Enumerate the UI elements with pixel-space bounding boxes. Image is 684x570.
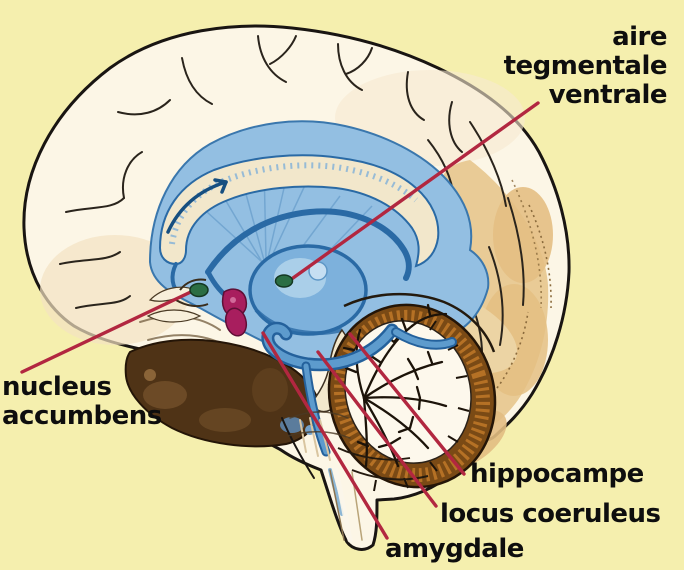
leader-line-hippocampe	[348, 332, 466, 476]
label-aire-tegmentale-ventrale: aire tegmentale ventrale	[503, 22, 668, 110]
leader-line-locus-coeruleus	[316, 350, 438, 508]
amygdala-magenta	[221, 288, 248, 337]
tentorium-line	[343, 292, 496, 353]
vta-marker	[274, 274, 294, 288]
label-line: aire	[612, 22, 667, 52]
folia-ticks	[373, 320, 470, 492]
label-amygdale: amygdale	[385, 534, 524, 564]
leader-line-nucleus-accumbens	[20, 287, 199, 374]
leader-line-aire-tegmentale-ventrale	[284, 101, 540, 285]
septal-area	[146, 278, 209, 323]
hippocampus	[261, 321, 457, 516]
markers	[189, 274, 294, 298]
label-locus-coeruleus: locus coeruleus	[440, 499, 661, 529]
corpus-callosum-texture	[169, 162, 418, 245]
thalamus	[248, 244, 368, 336]
label-hippocampe: hippocampe	[470, 459, 644, 489]
label-nucleus-accumbens: nucleus accumbens	[2, 373, 162, 431]
label-line: nucleus	[2, 372, 112, 402]
label-line: tegmentale	[503, 51, 668, 81]
label-line: ventrale	[548, 80, 668, 110]
cingulum-arrow	[166, 178, 228, 234]
label-line: accumbens	[2, 401, 162, 431]
leader-line-amygdale	[261, 331, 389, 540]
leader-lines	[20, 101, 540, 540]
corpus-callosum	[158, 154, 440, 268]
nucleus-accumbens-marker	[189, 282, 209, 298]
